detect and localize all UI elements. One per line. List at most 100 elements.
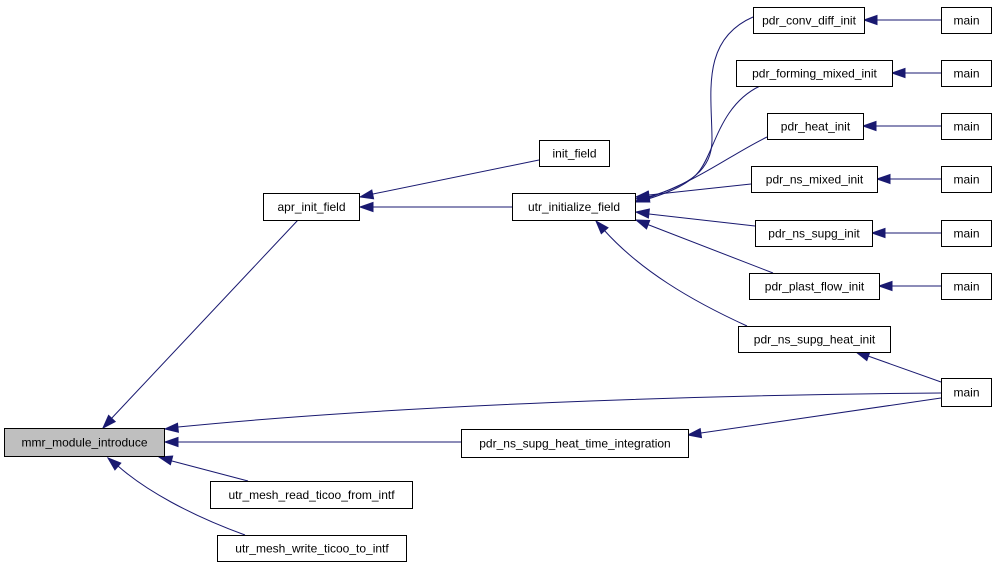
node-forming[interactable]: pdr_forming_mixed_init [736,60,893,87]
edge-arrowhead [163,422,179,433]
node-box [755,220,873,247]
edge-line [635,219,774,274]
edge-main6-to-plast [877,280,941,292]
node-label: utr_initialize_field [528,200,620,214]
node-box [512,193,636,221]
edge-arrowhead [862,14,878,26]
node-box [736,60,893,87]
edge-main7-to-nssupgheat [854,351,942,383]
node-main2[interactable]: main [941,60,992,87]
node-box [941,273,992,300]
node-label: pdr_heat_init [781,120,851,134]
node-label: pdr_forming_mixed_init [752,67,877,81]
node-main1[interactable]: main [941,7,992,34]
edge-conv-to-utr_init [634,16,754,201]
edge-main3-to-heat [861,120,941,132]
node-box [539,140,610,167]
edge-main4-to-nsmixed [875,173,941,185]
node-label: main [953,280,979,294]
node-label: pdr_ns_supg_heat_init [754,333,876,347]
edge-arrowhead [106,457,122,471]
edge-line [595,220,748,327]
node-box [941,220,992,247]
edge-main2-to-forming [890,67,941,79]
node-main6[interactable]: main [941,273,992,300]
edge-line [164,392,942,430]
edge-arrowhead [634,190,650,201]
edge-nssupgheat-to-utr_init [594,219,748,327]
node-main4[interactable]: main [941,166,992,193]
edge-arrowhead [875,173,891,185]
node-box [217,535,407,562]
edge-arrowhead [890,67,906,79]
node-label: pdr_ns_mixed_init [766,173,864,187]
node-main7[interactable]: main [941,378,992,407]
node-apr[interactable]: apr_init_field [263,193,360,221]
node-label: main [953,386,979,400]
node-label: main [953,227,979,241]
node-nssupg[interactable]: pdr_ns_supg_init [755,220,873,247]
edge-line [635,16,754,200]
node-conv[interactable]: pdr_conv_diff_init [753,7,865,34]
edge-line [359,159,540,198]
edge-main7-to-timeint [686,397,942,439]
edge-init-to-apr [358,159,540,200]
node-box [941,113,992,140]
node-mmr: mmr_module_introduce [4,428,165,457]
node-box [210,481,413,509]
node-label: pdr_ns_supg_heat_time_integration [479,437,670,451]
node-main5[interactable]: main [941,220,992,247]
edge-main7-to-mmr [163,392,942,433]
node-box [738,326,891,353]
edge-arrowhead [594,219,609,235]
node-readticoo[interactable]: utr_mesh_read_ticoo_from_intf [210,481,413,509]
edge-line [687,397,942,436]
edge-arrowhead [101,414,117,430]
edge-arrowhead [870,227,886,239]
edge-main1-to-conv [862,14,941,26]
edge-writeticoo-to-mmr [106,457,246,536]
node-timeint[interactable]: pdr_ns_supg_heat_time_integration [461,429,689,458]
node-box [767,113,864,140]
node-box [941,166,992,193]
edge-line [635,211,756,227]
node-label: pdr_plast_flow_init [765,280,865,294]
edge-timeint-to-mmr [163,436,461,448]
edge-line [102,219,299,429]
node-label: main [953,14,979,28]
edge-arrowhead [157,455,174,466]
node-heat[interactable]: pdr_heat_init [767,113,864,140]
edge-line [635,136,768,203]
edge-arrowhead [877,280,893,292]
node-label: main [953,173,979,187]
edge-nsmixed-to-utr_init [634,183,752,201]
node-box [941,378,992,407]
node-label: apr_init_field [277,200,345,214]
node-writeticoo[interactable]: utr_mesh_write_ticoo_to_intf [217,535,407,562]
node-label: pdr_conv_diff_init [762,14,857,28]
edge-plast-to-utr_init [634,219,774,274]
nodes: mmr_module_introduce apr_init_field init_f… [4,7,992,562]
edge-nssupg-to-utr_init [634,208,756,227]
edge-arrowhead [358,201,374,213]
edge-arrowhead [854,351,871,362]
node-label: main [953,67,979,81]
node-utr_init[interactable]: utr_initialize_field [512,193,636,221]
node-label: init_field [552,147,596,161]
edge-arrowhead [686,427,703,439]
node-box [941,60,992,87]
edge-line [635,85,761,202]
edge-readticoo-to-mmr [157,455,249,482]
node-box [461,429,689,458]
node-init[interactable]: init_field [539,140,610,167]
edge-arrowhead [634,208,650,219]
node-main3[interactable]: main [941,113,992,140]
node-label: mmr_module_introduce [21,436,147,450]
edge-arrowhead [634,219,651,230]
node-nsmixed[interactable]: pdr_ns_mixed_init [751,166,878,193]
node-box [263,193,360,221]
node-nssupgheat[interactable]: pdr_ns_supg_heat_init [738,326,891,353]
edge-arrowhead [861,120,877,132]
node-plast[interactable]: pdr_plast_flow_init [749,273,880,300]
